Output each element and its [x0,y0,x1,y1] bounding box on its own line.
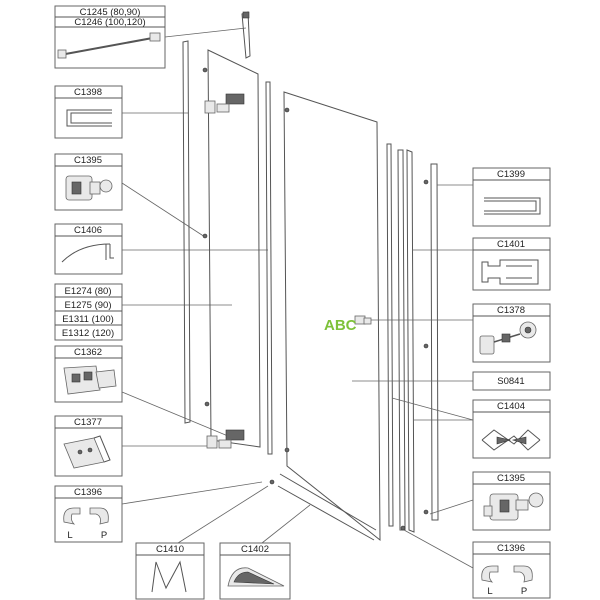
leader-c1410 [177,485,269,544]
leader-c1245 [164,27,247,38]
c1406-seal-profile-icon [61,243,114,263]
label-c1396-right-l: L [487,586,492,597]
label-c1398: C1398 [74,87,102,98]
magnetic-profile-b [406,149,415,533]
label-e1275: E1275 (90) [64,300,111,311]
part-c1377: C1377 [54,415,123,477]
label-e1274: E1274 (80) [64,286,111,297]
door-seal-profile [386,143,394,527]
fixed-glass-panel [207,49,261,448]
leader-c1362 [121,391,229,437]
part-c1398: C1398 [54,85,123,139]
stabiliser-bar-icon [57,32,161,59]
c1395-right-hinge-block-icon [483,492,544,521]
label-e1312: E1312 (120) [62,328,114,339]
watermark-abc: ABC [324,317,357,334]
label-c1406: C1406 [74,225,102,236]
label-c1404: C1404 [497,401,525,412]
label-c1395-right: C1395 [497,473,525,484]
c1402-drip-seal-icon [227,567,285,587]
right-wall-profile [430,163,439,521]
label-c1396-right: C1396 [497,543,525,554]
bottom-hinge [206,435,218,449]
part-c1245-c1246: C1245 (80,90) C1246 (100,120) [54,5,166,69]
part-c1362: C1362 [54,345,123,403]
part-e-series: E1274 (80) E1275 (90) E1311 (100) E1312 … [54,283,123,341]
part-c1401: C1401 [472,237,551,291]
top-hinge [204,100,216,114]
leader-c1404-a [391,397,474,421]
label-c1246: C1246 (100,120) [74,17,145,28]
label-c1377: C1377 [74,417,102,428]
leader-c1395-left [121,182,206,238]
label-c1395-left: C1395 [74,155,102,166]
part-c1395-right: C1395 [472,471,551,531]
leader-c1395-right [429,499,474,515]
label-c1396-left-l: L [67,530,72,541]
part-c1396-right: C1396 L P [472,541,551,599]
part-c1402: C1402 [219,542,291,600]
part-c1395-left: C1395 [54,153,123,211]
label-c1410: C1410 [156,544,184,555]
part-c1396-left: C1396 L P [54,485,123,543]
part-c1406: C1406 [54,223,123,275]
magnetic-profile-a [397,149,406,531]
c1410-seal-icon [151,560,187,593]
c1399-profile-icon [484,197,541,215]
label-c1399: C1399 [497,169,525,180]
label-c1402: C1402 [241,544,269,555]
part-c1404: C1404 [472,399,551,459]
label-c1401: C1401 [497,239,525,250]
c1396-end-caps-icon [63,507,109,525]
c1401-profile-icon [481,259,539,285]
leader-c1396-left [121,481,263,505]
part-c1378: C1378 [472,303,551,363]
leader-c1396-right [403,529,474,569]
label-c1362: C1362 [74,347,102,358]
label-c1245: C1245 (80,90) [80,7,141,18]
c1378-handle-icon [479,321,537,355]
label-c1378: C1378 [497,305,525,316]
label-c1396-left: C1396 [74,487,102,498]
label-c1396-right-p: P [521,586,527,597]
label-c1396-left-p: P [101,530,107,541]
c1395-hinge-block-icon [65,175,113,201]
c1362-hinge-plate-icon [63,365,117,395]
label-s0841: S0841 [497,376,524,387]
vertical-seal [265,81,273,455]
part-c1399: C1399 [472,167,551,227]
leader-c1402 [261,504,311,544]
door-glass-s0841 [283,91,381,542]
c1404-seal-profile-icon [481,429,541,451]
c1377-cover-plate-icon [63,435,111,469]
door-assembly [182,11,439,542]
label-e1311: E1311 (100) [62,314,114,325]
c1396-right-end-caps-icon [481,565,533,583]
c1398-profile-icon [66,109,112,127]
part-c1410: C1410 [135,542,205,600]
part-s0841: S0841 [472,371,551,391]
wall-profile [182,40,191,424]
